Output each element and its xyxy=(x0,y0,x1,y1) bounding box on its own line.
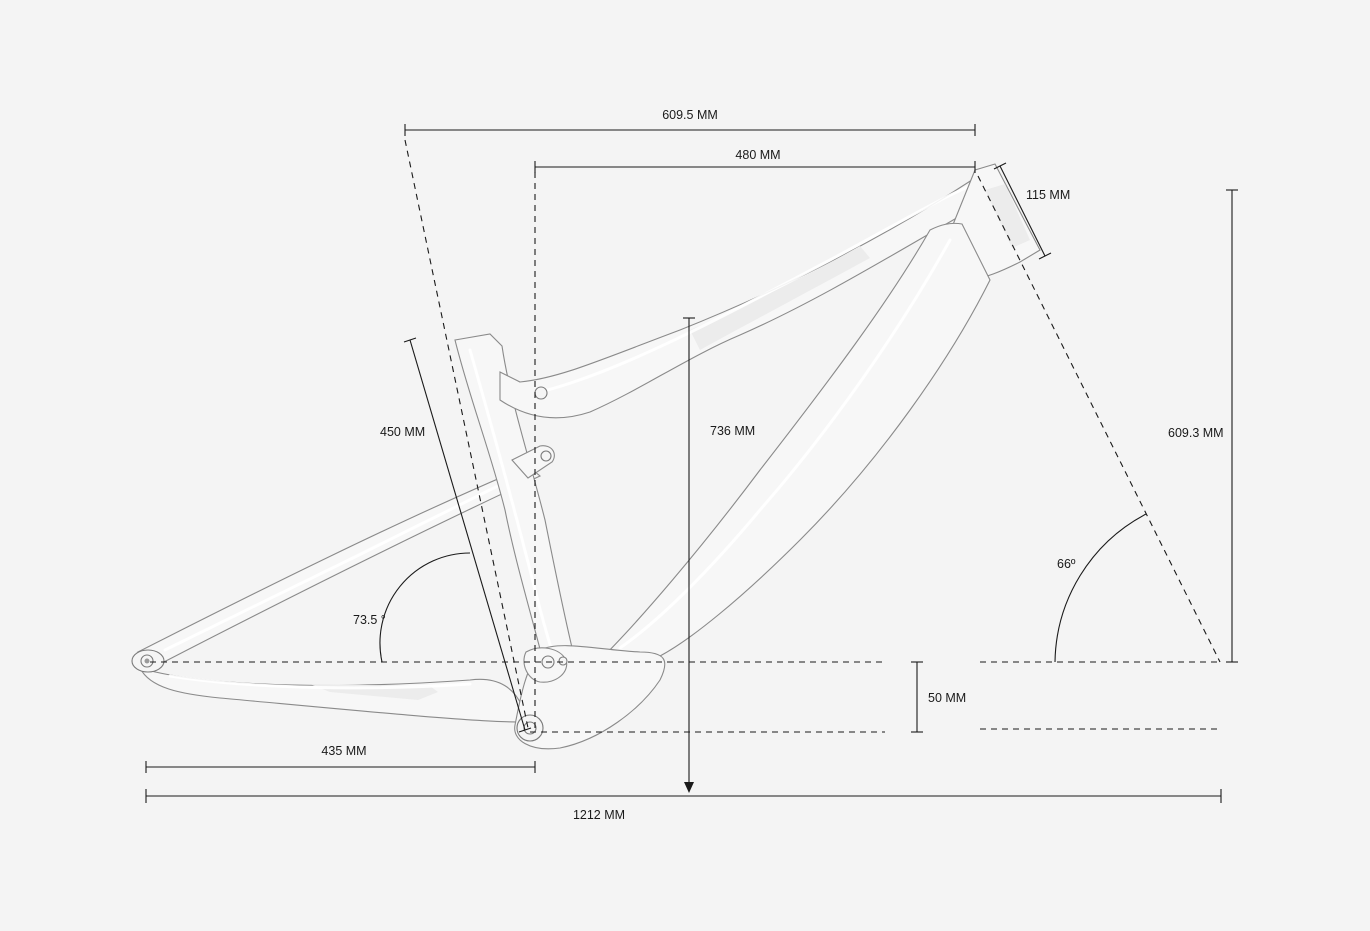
label-head-angle: 66º xyxy=(1057,557,1076,571)
dim-reach-inner: 480 MM xyxy=(534,148,976,173)
dim-seat-angle: 73.5 ° xyxy=(353,552,471,663)
dim-seat-height: 736 MM xyxy=(683,317,755,793)
dim-reach-top: 609.5 MM xyxy=(404,108,976,136)
label-reach-top: 609.5 MM xyxy=(662,108,718,122)
chain-stay xyxy=(138,667,523,723)
dim-bb-drop: 50 MM xyxy=(911,661,966,733)
dim-wheelbase: 1212 MM xyxy=(145,789,1222,822)
label-chainstay: 435 MM xyxy=(321,744,366,758)
dim-stack: 609.3 MM xyxy=(1168,189,1238,663)
label-bb-drop: 50 MM xyxy=(928,691,966,705)
label-seat-height: 736 MM xyxy=(710,424,755,438)
label-wheelbase: 1212 MM xyxy=(573,808,625,822)
dim-head-tube: 115 MM xyxy=(993,162,1070,260)
bike-frame xyxy=(131,163,1041,750)
label-seat-angle: 73.5 ° xyxy=(353,613,386,627)
dim-head-angle: 66º xyxy=(1054,513,1147,663)
label-seat-tube: 450 MM xyxy=(380,425,425,439)
dimension-lines: 609.5 MM 480 MM 115 MM 609.3 MM xyxy=(145,108,1238,822)
dim-chainstay: 435 MM xyxy=(145,744,536,773)
dim-seat-tube: 450 MM xyxy=(380,337,532,733)
label-head-tube: 115 MM xyxy=(1026,188,1070,202)
label-stack: 609.3 MM xyxy=(1168,426,1224,440)
reference-lines xyxy=(150,139,1222,733)
label-reach-inner: 480 MM xyxy=(735,148,780,162)
